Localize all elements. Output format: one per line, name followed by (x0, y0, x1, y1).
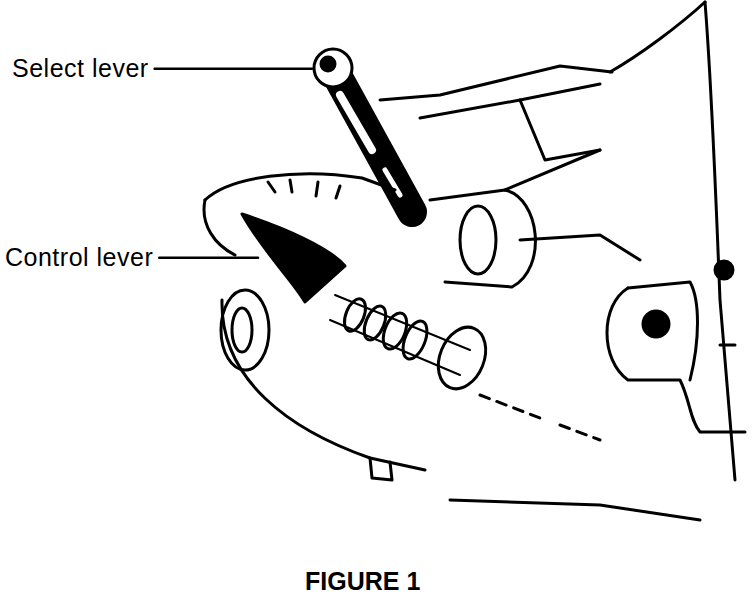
seal (430, 320, 495, 396)
case-outline (222, 300, 425, 470)
figure-caption: FIGURE 1 (305, 568, 420, 596)
flange (628, 282, 698, 380)
lever-highlight (385, 170, 400, 195)
leader-line (155, 68, 312, 71)
casting-mark (268, 180, 340, 198)
housing-edge (520, 235, 640, 260)
spring-coil (379, 310, 412, 353)
housing-edge (720, 344, 735, 347)
housing-edge (420, 84, 600, 118)
housing-edge (610, 2, 705, 72)
housing-edge (705, 2, 735, 480)
lever-knob (314, 49, 352, 87)
lever-knob (321, 57, 335, 71)
select-lever (335, 72, 412, 212)
housing-edge (505, 150, 600, 190)
case-outline (450, 500, 700, 520)
spring-coil (360, 303, 390, 343)
bolt-hole (643, 311, 669, 337)
lever-highlight (340, 95, 372, 150)
flange (607, 288, 745, 432)
control-lever-body (204, 200, 235, 255)
lever-boss (430, 190, 535, 287)
leader-line (159, 257, 258, 260)
housing-edge (380, 66, 612, 100)
bolt (370, 458, 392, 480)
hidden-line (480, 395, 600, 440)
lever-boss (460, 206, 496, 274)
part-label: Control lever (5, 244, 153, 272)
part-label: Select lever (12, 55, 149, 83)
left-boss (221, 290, 269, 370)
control-lever-body (205, 174, 395, 200)
spring-coil (398, 318, 432, 363)
housing-edge (520, 100, 600, 160)
bolt-hole (715, 261, 733, 279)
left-boss (232, 308, 252, 352)
